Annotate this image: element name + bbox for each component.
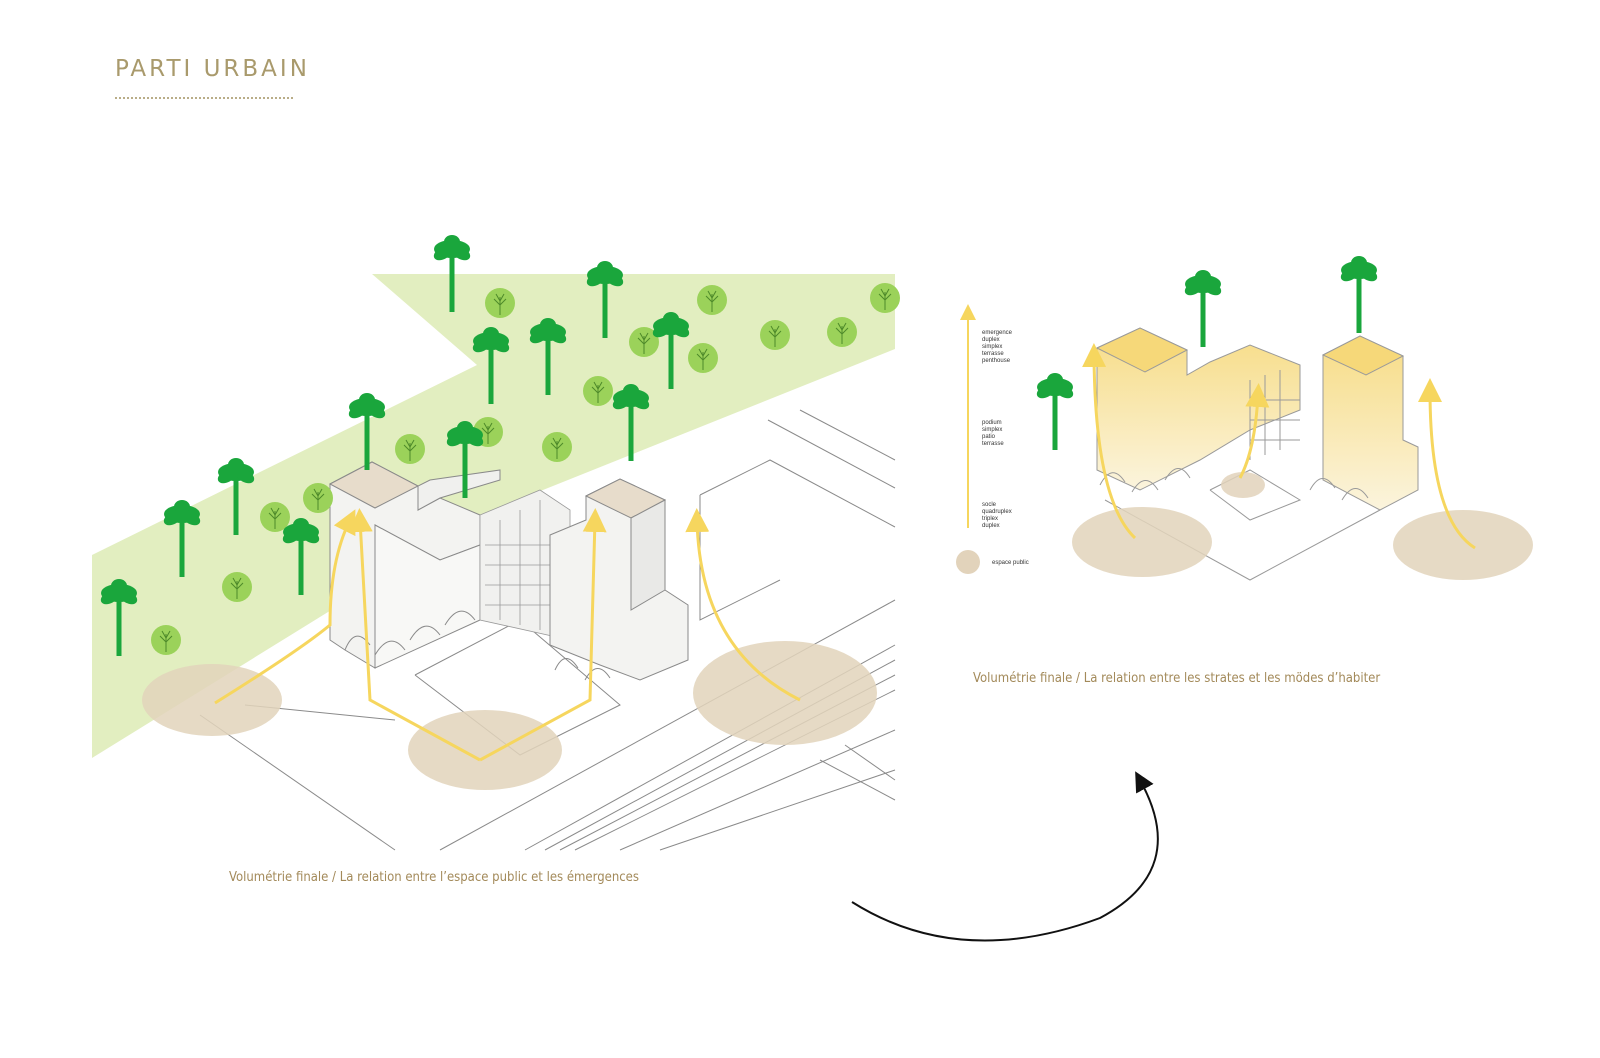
legend-bottom-2: triplex bbox=[982, 516, 998, 522]
building-right-block bbox=[549, 478, 689, 681]
legend-middle-2: patio bbox=[982, 434, 996, 440]
legend-top-1: duplex bbox=[982, 337, 1000, 343]
legend-top-4: penthouse bbox=[982, 358, 1011, 364]
caption-right: Volumétrie finale / La relation entre le… bbox=[973, 671, 1381, 686]
page-title: PARTI URBAIN bbox=[115, 56, 310, 82]
legend-middle-group: podium simplex patio terrasse bbox=[982, 420, 1004, 447]
legend-bottom-1: quadruplex bbox=[982, 509, 1012, 515]
left-volumetry-diagram bbox=[92, 235, 901, 851]
strata-legend: emergence duplex simplex terrasse pentho… bbox=[956, 304, 1029, 574]
caption-left: Volumétrie finale / La relation entre l’… bbox=[229, 870, 639, 885]
title-underline bbox=[115, 97, 293, 99]
legend-top-group: emergence duplex simplex terrasse pentho… bbox=[982, 330, 1013, 364]
right-volumetry-diagram bbox=[1034, 256, 1533, 581]
legend-middle-3: terrasse bbox=[982, 441, 1004, 447]
legend-middle-0: podium bbox=[982, 420, 1002, 426]
building-right-diagram bbox=[1095, 327, 1419, 511]
legend-public-space-swatch bbox=[956, 550, 980, 574]
legend-middle-1: simplex bbox=[982, 427, 1002, 433]
flow-arrows-right bbox=[1082, 343, 1476, 550]
legend-top-3: terrasse bbox=[982, 351, 1004, 357]
legend-public-space-label: espace public bbox=[992, 560, 1029, 566]
legend-bottom-3: duplex bbox=[982, 523, 1000, 529]
legend-bottom-group: socle quadruplex triplex duplex bbox=[982, 502, 1012, 529]
transition-arrow bbox=[851, 771, 1159, 942]
public-space-right bbox=[1072, 472, 1533, 580]
legend-top-0: emergence bbox=[982, 330, 1013, 336]
legend-top-2: simplex bbox=[982, 344, 1002, 350]
public-space-left bbox=[142, 641, 877, 790]
park-area bbox=[92, 274, 895, 758]
legend-bottom-0: socle bbox=[982, 502, 997, 508]
flow-arrows-left bbox=[214, 508, 801, 762]
